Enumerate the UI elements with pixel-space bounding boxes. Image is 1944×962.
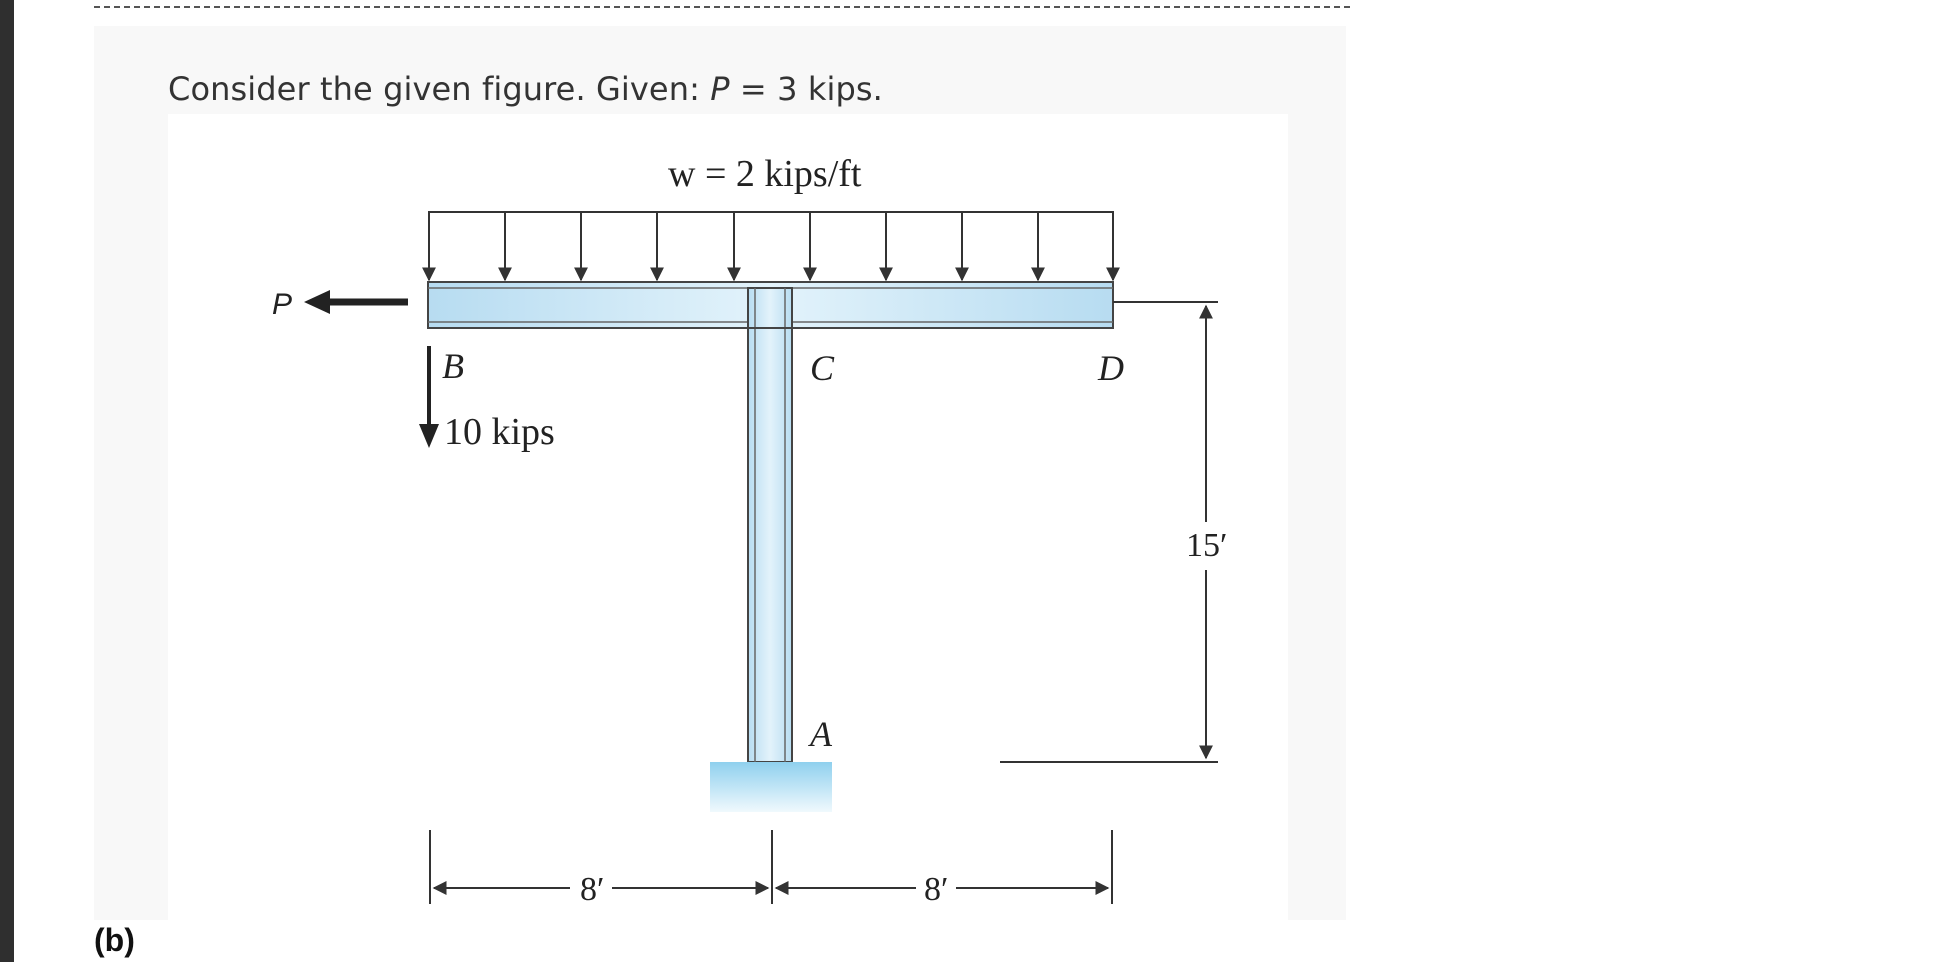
question-prefix: Consider the given figure. Given: [168, 70, 711, 108]
dimension-height-label: 15′ [1186, 527, 1227, 564]
column-ac [747, 287, 793, 763]
fixed-support-a [710, 762, 832, 812]
question-variable: P [710, 70, 730, 108]
point-c-label: C [810, 348, 835, 388]
force-10kips-label: 10 kips [444, 411, 555, 453]
distributed-load [422, 211, 1120, 282]
point-a-label: A [808, 714, 833, 754]
force-p-arrow [304, 290, 408, 314]
dimension-horizontal [429, 830, 1113, 904]
question-suffix: = 3 kips. [729, 70, 883, 108]
dimension-right-label: 8′ [924, 871, 948, 908]
window-left-edge [0, 0, 14, 962]
dimension-height [1000, 301, 1218, 763]
force-p-label: P [272, 288, 292, 321]
point-d-label: D [1097, 348, 1124, 388]
point-b-label: B [442, 346, 464, 386]
panel-label: (b) [94, 922, 135, 958]
load-label: w = 2 kips/ft [668, 153, 862, 195]
force-10kips-arrow [419, 346, 439, 448]
separator-dashed [94, 6, 1350, 8]
dimension-left-label: 8′ [580, 871, 604, 908]
question-text: Consider the given figure. Given: P = 3 … [168, 70, 883, 108]
